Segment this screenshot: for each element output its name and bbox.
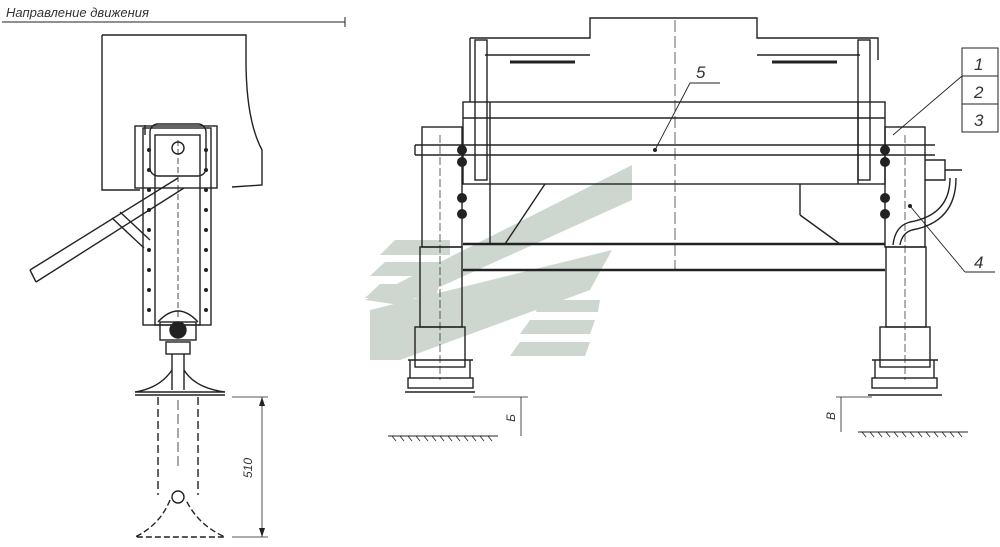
dim-v-label: В [824,412,838,420]
callout-1: 1 [974,55,983,74]
dim-510-label: 510 [241,458,255,478]
direction-label: Направление движения [6,5,149,20]
callout-5: 5 [696,63,706,82]
callout-3: 3 [974,111,984,130]
ground-hatch [391,431,963,442]
dim-b-label: Б [504,414,518,422]
direction-arrow: Направление движения [2,5,346,27]
callout-4: 4 [974,253,983,272]
watermark-logo [365,165,632,360]
callout-2: 2 [973,83,984,102]
front-view [388,17,995,437]
side-view [29,34,268,538]
front-bolts [457,145,912,219]
bolt-holes-side [147,148,208,312]
callout-table: 1 2 3 [961,47,999,133]
